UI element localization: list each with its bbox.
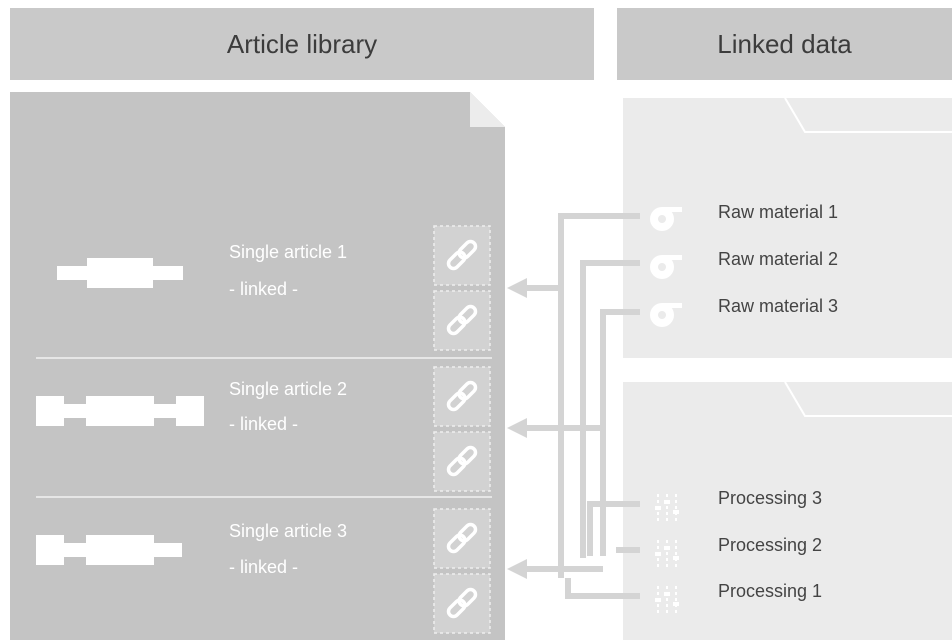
processing-label: Processing 2 <box>718 535 823 555</box>
article-library-panel <box>10 92 505 640</box>
slider-knob <box>664 546 670 550</box>
processing-panel <box>623 382 952 640</box>
slider-knob <box>673 556 679 560</box>
link-chain-segment <box>446 456 467 477</box>
link-chain-segment <box>446 391 467 412</box>
link-chain-segment <box>457 587 478 608</box>
link-chain-segment <box>457 445 478 466</box>
link-chain-segment <box>446 533 467 554</box>
slider-knob <box>655 598 661 602</box>
link-chain-segment <box>457 239 478 260</box>
article-name: Single article 1 <box>229 242 348 262</box>
connector-lines <box>507 213 640 599</box>
link-icon <box>433 508 491 569</box>
slider-knob <box>664 592 670 596</box>
slider-knob <box>655 506 661 510</box>
connector-path <box>587 501 640 556</box>
article-library-header: Article library <box>10 8 594 80</box>
link-chain-segment <box>457 304 478 325</box>
link-boxes <box>433 225 491 634</box>
profile-part-icon <box>36 535 182 565</box>
roll-strip <box>662 207 682 212</box>
link-chain-segment <box>446 598 467 619</box>
roll-core <box>658 263 666 271</box>
connector-path <box>600 309 640 556</box>
raw-material-label: Raw material 3 <box>718 296 839 316</box>
link-icon <box>433 366 491 427</box>
link-chain-segment <box>446 315 467 336</box>
profile-part-icon <box>57 258 183 288</box>
profile-part-icon <box>36 396 204 426</box>
link-icon <box>433 225 491 286</box>
processing-tab-outline <box>784 381 952 417</box>
slider-knob <box>673 510 679 514</box>
slider-controls-icon <box>655 540 679 568</box>
linked-item-icons <box>650 207 682 614</box>
processing-label: Processing 3 <box>718 488 823 508</box>
page-fold-corner <box>470 92 505 127</box>
raw-material-tab-outline <box>784 97 952 133</box>
processing-label: Processing 1 <box>718 581 823 601</box>
article-name: Single article 2 <box>229 379 348 399</box>
roll-core <box>658 215 666 223</box>
link-chain-segment <box>457 380 478 401</box>
connector-arrowhead <box>507 418 527 438</box>
link-icon <box>433 290 491 351</box>
link-icon <box>433 573 491 634</box>
article-status: - linked - <box>229 414 299 434</box>
connector-arrowhead <box>507 559 527 579</box>
slider-controls-icon <box>655 586 679 614</box>
linked-data-header: Linked data <box>617 8 952 80</box>
material-roll-icon <box>650 303 682 327</box>
raw-material-label: Raw material 2 <box>718 249 839 269</box>
article-library-title: Article library <box>226 28 378 59</box>
article-name: Single article 3 <box>229 521 348 541</box>
connector-path <box>565 578 640 599</box>
article-status: - linked - <box>229 279 299 299</box>
slider-knob <box>655 552 661 556</box>
connector-path <box>580 260 640 558</box>
connector-arrowhead <box>507 278 527 298</box>
material-roll-icon <box>650 255 682 279</box>
raw-material-panel <box>623 98 952 358</box>
roll-strip <box>662 303 682 308</box>
linked-data-title: Linked data <box>717 28 852 59</box>
roll-core <box>658 311 666 319</box>
raw-material-label: Raw material 1 <box>718 202 839 222</box>
article-status: - linked - <box>229 557 299 577</box>
slider-knob <box>673 602 679 606</box>
slider-knob <box>664 500 670 504</box>
roll-strip <box>662 255 682 260</box>
material-roll-icon <box>650 207 682 231</box>
link-chain-segment <box>457 522 478 543</box>
link-chain-segment <box>446 250 467 271</box>
link-icon <box>433 431 491 492</box>
slider-controls-icon <box>655 494 679 522</box>
connector-path <box>558 213 640 578</box>
